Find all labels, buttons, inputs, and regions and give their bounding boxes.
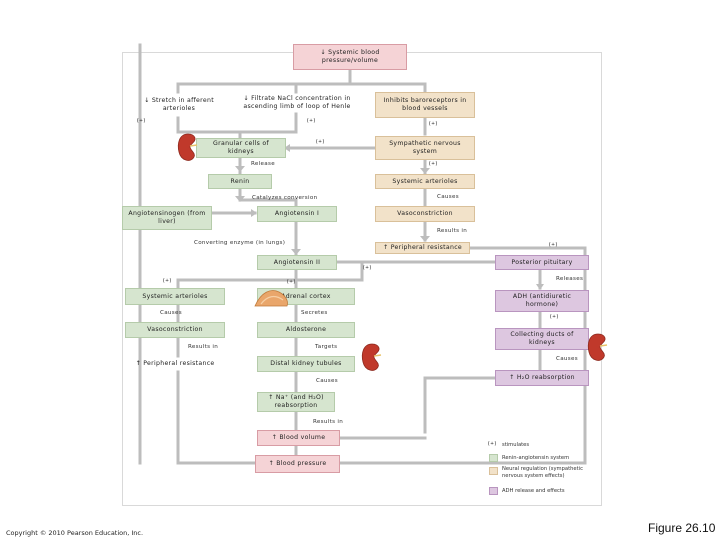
catalyzes-label: Catalyzes conversion bbox=[252, 195, 318, 201]
stimulates-marker: (+) bbox=[548, 242, 559, 248]
stimulates-marker: (+) bbox=[362, 265, 373, 271]
granular-cells-box: Granular cells of kidneys bbox=[196, 138, 286, 158]
results-in-label: Results in bbox=[188, 344, 219, 350]
inhibits-baroreceptors-box: Inhibits baroreceptors in blood vessels bbox=[375, 92, 475, 118]
kidney-icon bbox=[177, 133, 198, 161]
targets-label: Targets bbox=[315, 344, 338, 350]
stimulates-marker: (+) bbox=[428, 161, 439, 167]
results-in-label: Results in bbox=[313, 419, 344, 425]
stimulates-marker: (+) bbox=[162, 278, 173, 284]
systemic-arterioles-left-box: Systemic arterioles bbox=[125, 288, 225, 305]
legend-neural-label: Neural regulation (sympathetic nervous s… bbox=[502, 466, 583, 479]
kidney-icon bbox=[587, 333, 608, 361]
legend-adh-label: ADH release and effects bbox=[502, 488, 565, 494]
adh-box: ADH (antidiuretic hormone) bbox=[495, 290, 589, 312]
filtrate-nacl-box: ↓ Filtrate NaCl concentration in ascendi… bbox=[243, 95, 351, 110]
stimulates-marker: (+) bbox=[136, 118, 147, 124]
legend-stimulates-label: stimulates bbox=[502, 442, 530, 448]
stimulates-marker: (+) bbox=[315, 139, 326, 145]
release-label: Release bbox=[251, 161, 275, 167]
peripheral-resistance-right-box: ↑ Peripheral resistance bbox=[375, 242, 470, 254]
stimulates-marker: (+) bbox=[428, 121, 439, 127]
na-reabsorption-box: ↑ Na⁺ (and H₂O) reabsorption bbox=[257, 392, 335, 412]
stimulates-marker: (+) bbox=[286, 279, 297, 285]
collecting-ducts-box: Collecting ducts of kidneys bbox=[495, 328, 589, 350]
h2o-reabsorption-box: ↑ H₂O reabsorption bbox=[495, 370, 589, 386]
angiotensin-i-box: Angiotensin I bbox=[257, 206, 337, 222]
vasoconstriction-left-box: Vasoconstriction bbox=[125, 322, 225, 338]
stimulates-marker: (+) bbox=[306, 118, 317, 124]
stretch-afferent-box: ↓ Stretch in afferent arterioles bbox=[144, 97, 214, 112]
legend-plus: (+) bbox=[487, 441, 498, 447]
causes-label: Causes bbox=[556, 356, 578, 362]
releases-label: Releases bbox=[556, 276, 584, 282]
secretes-label: Secretes bbox=[301, 310, 328, 316]
distal-tubules-box: Distal kidney tubules bbox=[257, 356, 355, 372]
peripheral-resistance-left-box: ↑ Peripheral resistance bbox=[135, 360, 215, 368]
legend-swatch-renin bbox=[489, 454, 498, 462]
legend-renin-label: Renin-angiotensin system bbox=[502, 455, 570, 461]
kidney-icon bbox=[361, 343, 382, 371]
causes-label: Causes bbox=[437, 194, 459, 200]
causes-label: Causes bbox=[160, 310, 182, 316]
adrenal-gland-icon bbox=[254, 290, 288, 307]
converting-enzyme-label: Converting enzyme (in lungs) bbox=[194, 240, 286, 246]
figure-number: Figure 26.10 bbox=[648, 521, 716, 535]
systemic-bp-decrease-box: ↓ Systemic blood pressure/volume bbox=[293, 44, 407, 70]
copyright-text: Copyright © 2010 Pearson Education, Inc. bbox=[6, 529, 144, 537]
systemic-arterioles-right-box: Systemic arterioles bbox=[375, 174, 475, 189]
legend-swatch-adh bbox=[489, 487, 498, 495]
renin-box: Renin bbox=[208, 174, 272, 189]
vasoconstriction-right-box: Vasoconstriction bbox=[375, 206, 475, 222]
causes-label: Causes bbox=[316, 378, 338, 384]
angiotensinogen-box: Angiotensinogen (from liver) bbox=[122, 206, 212, 230]
sympathetic-nervous-box: Sympathetic nervous system bbox=[375, 136, 475, 160]
angiotensin-ii-box: Angiotensin II bbox=[257, 255, 337, 270]
legend-swatch-neural bbox=[489, 467, 498, 475]
aldosterone-box: Aldosterone bbox=[257, 322, 355, 338]
blood-volume-box: ↑ Blood volume bbox=[257, 430, 340, 446]
blood-pressure-box: ↑ Blood pressure bbox=[255, 455, 340, 473]
stimulates-marker: (+) bbox=[549, 314, 560, 320]
posterior-pituitary-box: Posterior pituitary bbox=[495, 255, 589, 270]
results-in-label: Results in bbox=[437, 228, 468, 234]
